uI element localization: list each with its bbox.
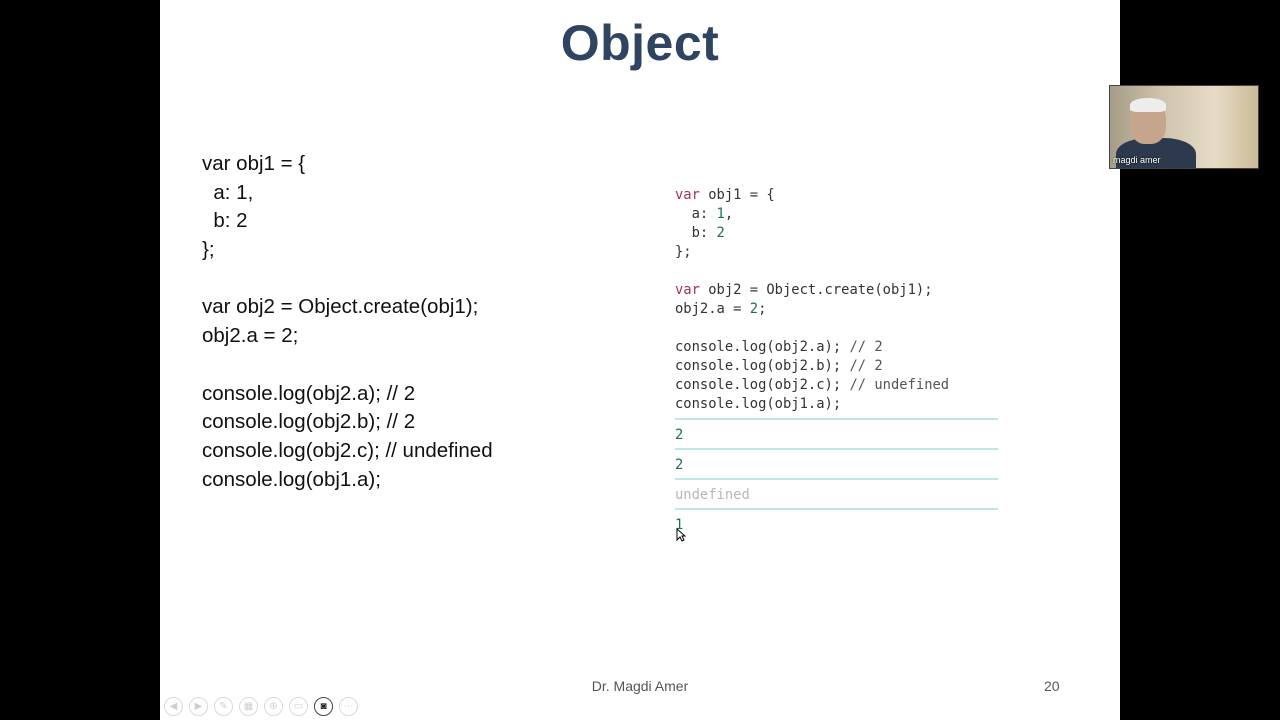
spacer (675, 262, 998, 281)
code-line: console.log(obj2.a); // 2 (202, 381, 416, 405)
participant-video-tile[interactable]: magdi amer (1109, 85, 1259, 169)
number: 2 (749, 301, 759, 317)
slide: Object var obj1 = { a: 1, b: 2 }; var ob… (160, 0, 1120, 720)
code-text: ; (758, 301, 767, 317)
pen-icon[interactable]: ✎ (214, 697, 233, 716)
slide-number: 20 (1044, 678, 1060, 694)
console-output-row: 2 (675, 448, 998, 478)
slideshow-toolbar: ◀ ▶ ✎ ▦ ⊕ ▭ ◙ ⋯ (164, 697, 358, 717)
console-output-row: 2 (675, 418, 998, 448)
console-code-line: var obj2 = Object.create(obj1); (675, 281, 998, 300)
participant-hair (1130, 98, 1166, 112)
comment: // 2 (849, 339, 883, 355)
slides-icon[interactable]: ▦ (239, 697, 258, 716)
comment: // 2 (849, 358, 883, 374)
prev-icon[interactable]: ◀ (164, 697, 183, 716)
code-line: a: 1, (202, 180, 254, 204)
code-line: var obj2 = Object.create(obj1); (202, 295, 479, 319)
keyword: var (675, 187, 700, 203)
console-code-line: console.log(obj2.c); // undefined (675, 376, 998, 395)
console-code-line: console.log(obj2.a); // 2 (675, 338, 998, 357)
code-text: obj2.a = (675, 301, 750, 317)
participant-name: magdi amer (1113, 155, 1161, 165)
console-output-row: undefined (675, 478, 998, 508)
console-code-screenshot: var obj1 = { a: 1, b: 2 }; var obj2 = Ob… (675, 186, 998, 414)
code-text: obj2 = Object.create(obj1); (699, 282, 933, 298)
comment: // undefined (849, 377, 950, 393)
subtitles-icon[interactable]: ▭ (289, 697, 308, 716)
code-line: b: 2 (202, 209, 248, 233)
code-line: obj2.a = 2; (202, 324, 299, 348)
keyword: var (675, 282, 700, 298)
code-line: console.log(obj1.a); (202, 467, 381, 491)
left-code-block: var obj1 = { a: 1, b: 2 }; var obj2 = Ob… (202, 150, 622, 494)
more-icon[interactable]: ⋯ (339, 697, 358, 716)
code-text: obj1 = { (699, 187, 775, 203)
console-output-row: 1 (675, 508, 998, 538)
code-line: console.log(obj2.c); // undefined (202, 438, 493, 462)
code-line (202, 265, 622, 294)
number: 2 (716, 225, 725, 241)
console-code-line: var obj1 = { (675, 186, 998, 205)
code-line: console.log(obj2.b); // 2 (202, 410, 416, 434)
code-line: }; (202, 238, 215, 262)
code-line (202, 351, 622, 380)
next-icon[interactable]: ▶ (189, 697, 208, 716)
spacer (675, 319, 998, 338)
code-line: var obj1 = { (202, 152, 306, 175)
code-text: console.log(obj2.c); (675, 377, 850, 393)
slide-footer: Dr. Magdi Amer (591, 678, 689, 694)
mouse-cursor-icon (676, 528, 686, 542)
number: 1 (716, 206, 725, 222)
console-output: 2 2 undefined 1 (675, 418, 998, 538)
console-code-line: console.log(obj1.a); (675, 396, 842, 412)
code-text: a: (675, 206, 717, 222)
console-code-line: obj2.a = 2; (675, 300, 998, 319)
code-text: , (724, 206, 734, 222)
code-text: console.log(obj2.b); (675, 358, 850, 374)
code-text: b: (675, 225, 717, 241)
console-code-line: console.log(obj2.b); // 2 (675, 357, 998, 376)
code-text: console.log(obj2.a); (675, 339, 850, 355)
slide-title: Object (560, 15, 720, 71)
zoom-icon[interactable]: ⊕ (264, 697, 283, 716)
console-code-line: }; (675, 244, 692, 260)
console-code-line: a: 1, (675, 205, 998, 224)
console-code-line: b: 2 (675, 224, 998, 243)
camera-icon[interactable]: ◙ (314, 697, 333, 716)
